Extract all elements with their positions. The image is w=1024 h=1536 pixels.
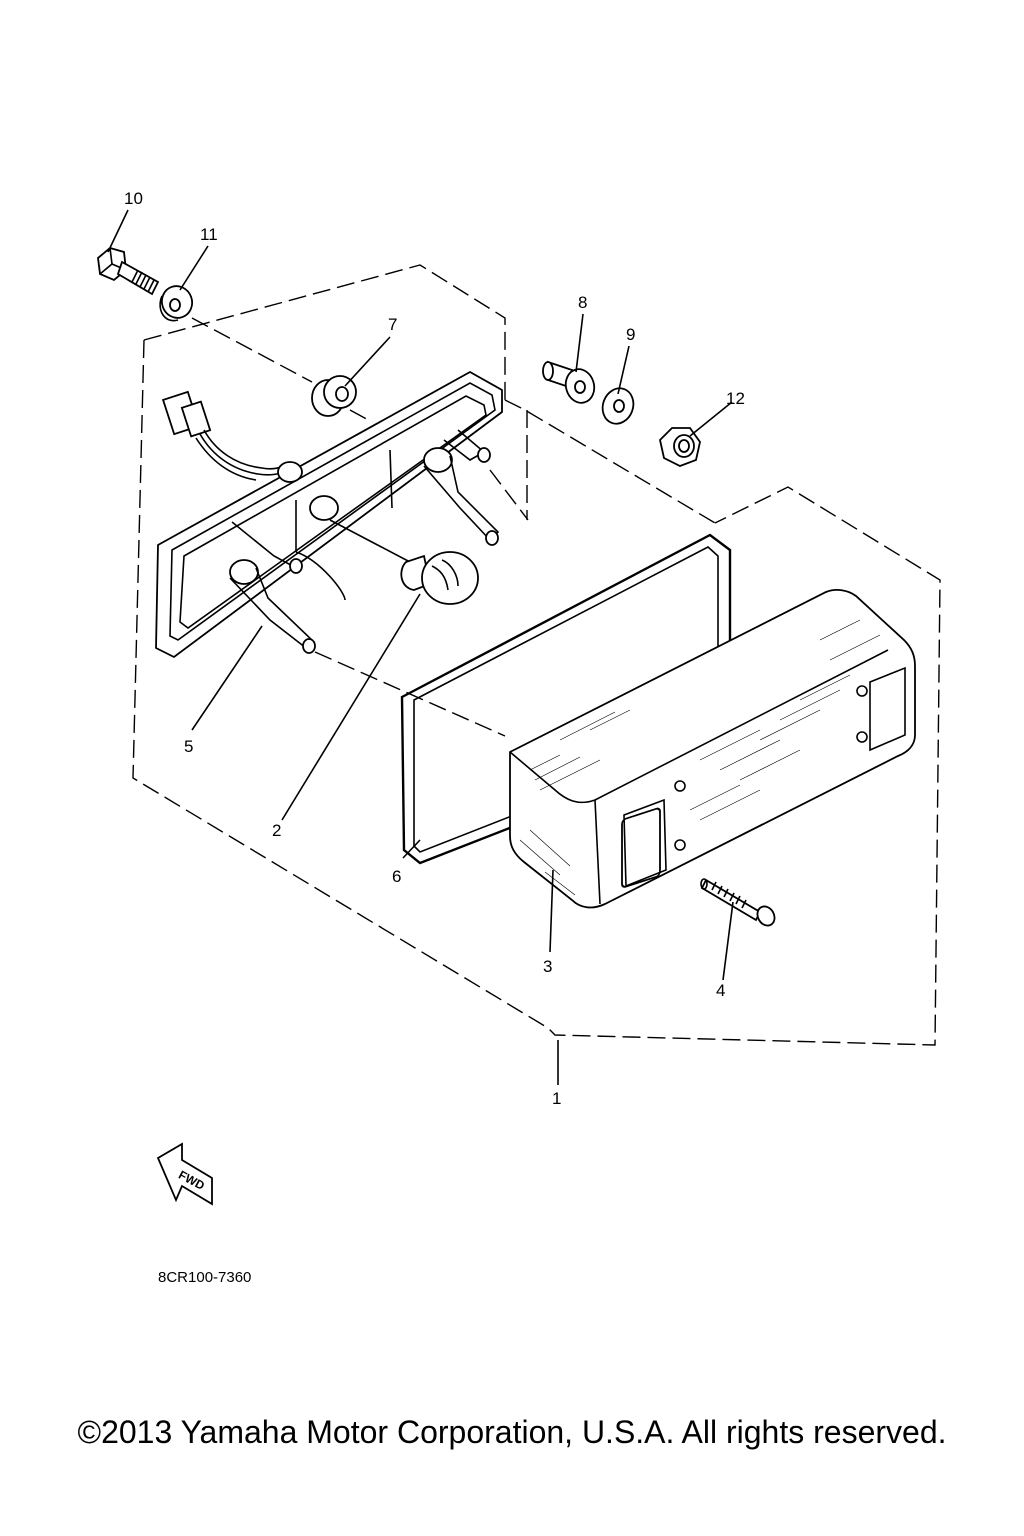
- copyright-notice: ©2013 Yamaha Motor Corporation, U.S.A. A…: [77, 1414, 947, 1450]
- callout-9: 9: [626, 325, 635, 344]
- part-connector-wiring: [161, 390, 286, 481]
- part-bolt-10: [97, 247, 160, 296]
- part-lens-3: [509, 589, 916, 909]
- part-collar-8: [542, 360, 596, 404]
- callout-7: 7: [388, 315, 397, 334]
- callout-labels: 10 11 7 8 9 12 5 2 6 3 4 1: [124, 189, 745, 1108]
- callout-11: 11: [200, 225, 218, 244]
- leader-lines: [107, 209, 734, 1085]
- part-washer-9: [601, 387, 635, 425]
- callout-6: 6: [392, 867, 401, 886]
- drawing-code: 8CR100-7360: [158, 1269, 251, 1286]
- callout-4: 4: [716, 981, 725, 1000]
- fwd-arrow-icon: FWD: [156, 1142, 213, 1206]
- part-grommet-7: [311, 375, 357, 417]
- callout-3: 3: [543, 957, 552, 976]
- callout-5: 5: [184, 737, 193, 756]
- callout-12: 12: [726, 389, 745, 408]
- callout-8: 8: [578, 293, 587, 312]
- part-nut-12: [659, 427, 701, 467]
- assembly-boundary-dashed: [132, 264, 941, 1046]
- part-screw-4: [700, 878, 776, 927]
- part-base-5: [155, 370, 503, 659]
- part-washer-11: [159, 285, 194, 322]
- callout-2: 2: [272, 821, 281, 840]
- part-bulb-2: [329, 519, 479, 605]
- callout-1: 1: [552, 1089, 561, 1108]
- callout-10: 10: [124, 189, 143, 208]
